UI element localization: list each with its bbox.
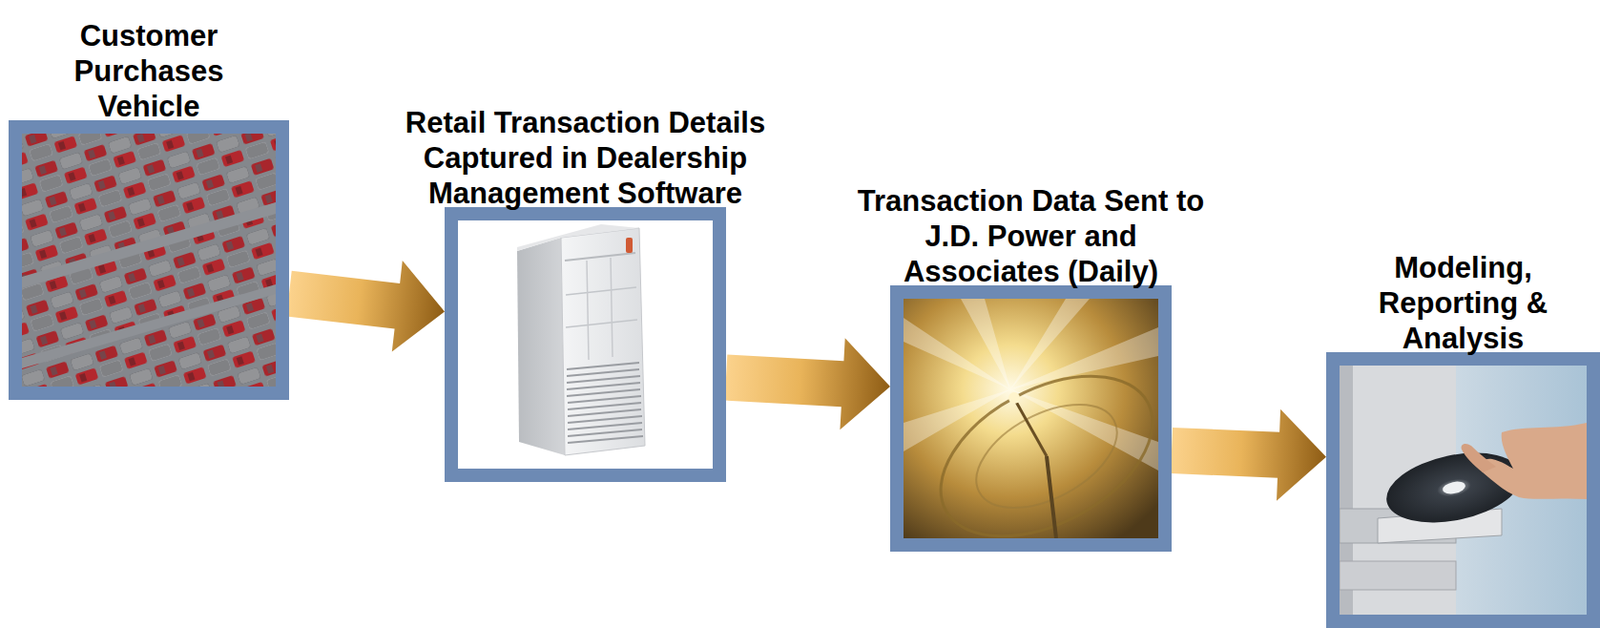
step-heading: Customer Purchases Vehicle: [62, 18, 235, 125]
image-frame: Modeling, Reporting & Analysis: [1326, 352, 1600, 628]
disc-drive-photo: [1339, 365, 1587, 615]
image-frame: Transaction Data Sent to J.D. Power and …: [890, 285, 1172, 552]
step-heading-holder: Transaction Data Sent to J.D. Power and …: [850, 183, 1213, 290]
server-tower-photo: [457, 220, 713, 469]
step-heading: Modeling, Reporting & Analysis: [1374, 249, 1552, 356]
image-frame: Customer Purchases Vehicle: [8, 120, 290, 400]
flow-arrow: [725, 337, 891, 430]
step-heading-holder: Modeling, Reporting & Analysis: [1374, 249, 1552, 356]
step-heading-holder: Retail Transaction Details Captured in D…: [394, 104, 777, 211]
step-heading-holder: Customer Purchases Vehicle: [62, 18, 235, 125]
satellite-dish-photo: [903, 298, 1159, 539]
step-heading: Retail Transaction Details Captured in D…: [394, 104, 777, 211]
step-heading: Transaction Data Sent to J.D. Power and …: [850, 183, 1213, 290]
image-frame: Retail Transaction Details Captured in D…: [444, 207, 727, 482]
flow-arrow: [1170, 409, 1327, 501]
flow-arrow: [286, 260, 445, 352]
parking-lot-photo: [21, 133, 276, 387]
